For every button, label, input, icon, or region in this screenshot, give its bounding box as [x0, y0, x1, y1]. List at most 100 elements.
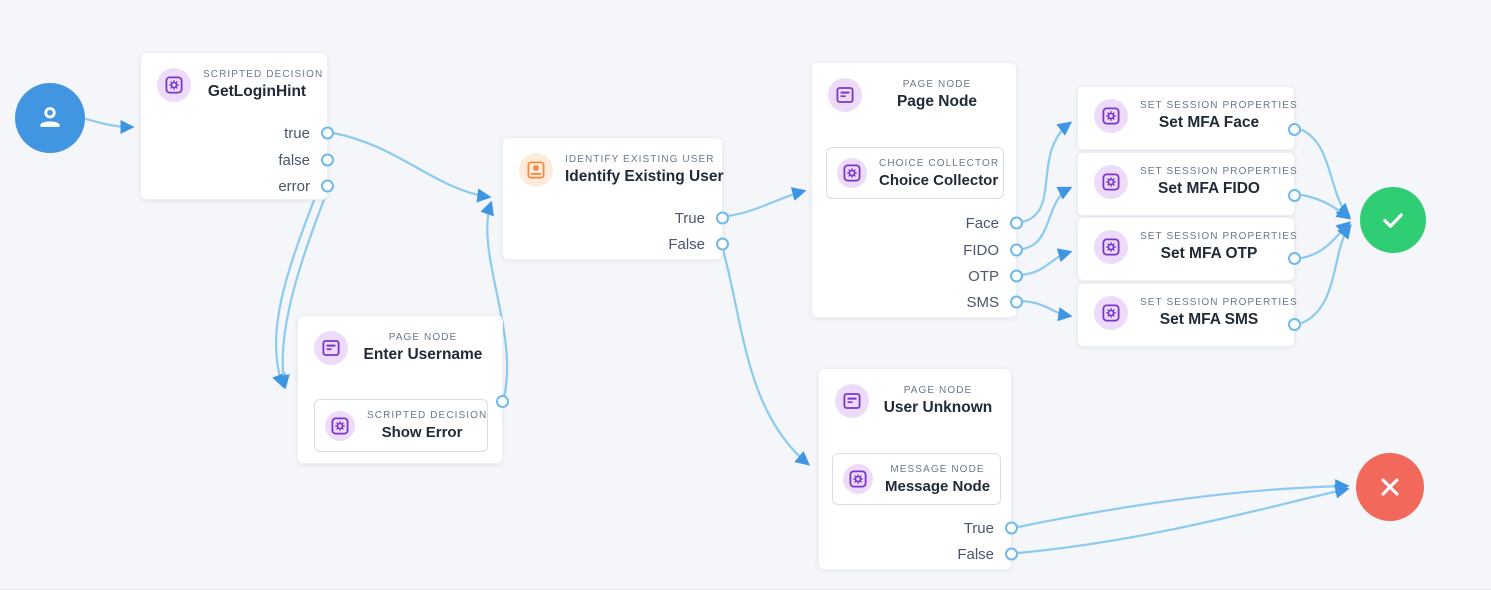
- node-title: GetLoginHint: [207, 83, 307, 100]
- node-type-label: SCRIPTED DECISION: [203, 69, 324, 80]
- user-icon: [33, 101, 67, 135]
- node-title: Message Node: [885, 477, 991, 495]
- node-set-mfa-fido[interactable]: SET SESSION PROPERTIES Set MFA FIDO: [1077, 152, 1301, 216]
- node-page-node[interactable]: PAGE NODE Page Node CHOICE COLLECTOR Cho…: [811, 62, 1023, 318]
- outcome-port[interactable]: [321, 126, 334, 140]
- output-port[interactable]: [1288, 188, 1301, 202]
- edge-otp-to-set-mfa-otp: [1020, 248, 1073, 277]
- node-header: PAGE NODE Page Node: [812, 63, 1016, 112]
- outcome-label: false: [278, 151, 310, 169]
- node-header: PAGE NODE User Unknown: [819, 369, 1011, 418]
- set-session-properties-icon: [1094, 165, 1128, 199]
- outcome-port[interactable]: [1010, 216, 1023, 230]
- node-type-label: SCRIPTED DECISION: [367, 410, 488, 421]
- child-node-choice-collector[interactable]: CHOICE COLLECTOR Choice Collector: [826, 147, 1004, 199]
- node-enter-username[interactable]: PAGE NODE Enter Username SCRIPTED DECISI…: [297, 315, 509, 464]
- outcome-port[interactable]: [321, 153, 334, 167]
- outcome-port[interactable]: [1010, 269, 1023, 283]
- node-title: Show Error: [381, 424, 463, 441]
- outcome-port[interactable]: [1005, 521, 1018, 535]
- outcome-true: True: [963, 515, 1018, 541]
- node-getloginhint[interactable]: SCRIPTED DECISION GetLoginHint true fals…: [140, 52, 334, 200]
- node-title: User Unknown: [883, 399, 993, 416]
- node-type-label: SET SESSION PROPERTIES: [1140, 231, 1298, 242]
- node-set-mfa-sms[interactable]: SET SESSION PROPERTIES Set MFA SMS: [1077, 283, 1301, 347]
- node-type-label: MESSAGE NODE: [890, 463, 985, 475]
- outcome-label: OTP: [968, 267, 999, 285]
- outcome-false: false: [278, 147, 334, 173]
- edge-user-unknown-false-to-failure: [1016, 484, 1350, 555]
- scripted-decision-icon: [325, 410, 355, 441]
- node-identify-existing-user[interactable]: IDENTIFY EXISTING USER Identify Existing…: [502, 137, 729, 260]
- outcome-true: true: [284, 120, 334, 146]
- output-port[interactable]: [496, 394, 509, 408]
- outcome-label: FIDO: [963, 241, 999, 259]
- node-set-mfa-face[interactable]: SET SESSION PROPERTIES Set MFA Face: [1077, 86, 1301, 150]
- outcome-label: True: [674, 209, 705, 227]
- child-node-show-error[interactable]: SCRIPTED DECISION Show Error: [314, 399, 488, 452]
- node-title: Set MFA Face: [1158, 114, 1260, 131]
- scripted-decision-icon: [157, 68, 191, 102]
- start-node[interactable]: [15, 83, 85, 153]
- outcome-port[interactable]: [1005, 547, 1018, 561]
- outcome-label: error: [278, 177, 310, 195]
- node-header: SCRIPTED DECISION GetLoginHint: [141, 53, 327, 102]
- message-node-icon: [843, 464, 873, 494]
- identify-existing-user-icon: [519, 153, 553, 187]
- node-type-label: IDENTIFY EXISTING USER: [565, 154, 715, 165]
- outcome-error: error: [278, 173, 334, 199]
- node-type-label: SET SESSION PROPERTIES: [1140, 100, 1298, 111]
- outcome-label: True: [963, 519, 994, 537]
- outcome-otp: OTP: [968, 263, 1023, 289]
- success-node[interactable]: [1360, 187, 1426, 253]
- failure-node[interactable]: [1356, 453, 1424, 521]
- outcome-fido: FIDO: [963, 237, 1023, 263]
- node-title: Set MFA OTP: [1160, 245, 1258, 262]
- edge-set-mfa-fido-to-success: [1300, 193, 1352, 220]
- node-type-label: PAGE NODE: [902, 79, 972, 90]
- outcome-false: False: [668, 231, 729, 257]
- node-title: Set MFA SMS: [1159, 311, 1259, 328]
- outcome-port[interactable]: [1010, 295, 1023, 309]
- choice-collector-icon: [837, 158, 867, 188]
- outcome-false: False: [957, 541, 1018, 567]
- x-icon: [1376, 473, 1404, 501]
- edge-start-to-getloginhint: [84, 117, 135, 135]
- edge-sms-to-set-mfa-sms: [1020, 299, 1073, 322]
- output-port[interactable]: [1288, 122, 1301, 136]
- node-user-unknown[interactable]: PAGE NODE User Unknown MESSAGE NODE Mess…: [818, 368, 1018, 570]
- edge-getloginhint-error-to-enter-username: [275, 187, 330, 390]
- node-title: Identify Existing User: [565, 168, 724, 185]
- outcome-label: Face: [965, 214, 999, 232]
- edge-getloginhint-true-to-identify: [331, 131, 492, 203]
- page-node-icon: [835, 384, 869, 418]
- output-port[interactable]: [1288, 317, 1301, 331]
- child-node-message-node[interactable]: MESSAGE NODE Message Node: [832, 453, 1001, 505]
- node-type-label: PAGE NODE: [388, 332, 458, 343]
- output-port[interactable]: [1288, 251, 1301, 265]
- outcome-port[interactable]: [321, 179, 334, 193]
- outcome-port[interactable]: [716, 211, 729, 225]
- edge-fido-to-set-mfa-fido: [1020, 186, 1073, 251]
- edge-identify-true-to-page-node: [726, 187, 807, 218]
- node-header: SET SESSION PROPERTIES Set MFA FIDO: [1078, 153, 1297, 199]
- set-session-properties-icon: [1094, 230, 1128, 264]
- set-session-properties-icon: [1094, 99, 1128, 133]
- node-set-mfa-otp[interactable]: SET SESSION PROPERTIES Set MFA OTP: [1077, 217, 1301, 281]
- node-header: SET SESSION PROPERTIES Set MFA Face: [1078, 87, 1298, 133]
- edge-face-to-set-mfa-face: [1020, 121, 1073, 224]
- node-title: Set MFA FIDO: [1158, 180, 1260, 197]
- outcome-port[interactable]: [1010, 243, 1023, 257]
- page-node-icon: [314, 331, 348, 365]
- outcome-label: False: [957, 545, 994, 563]
- outcome-true: True: [674, 205, 729, 231]
- node-type-label: PAGE NODE: [903, 385, 973, 396]
- edge-identify-false-to-user-unknown: [721, 248, 810, 466]
- edge-enter-username-to-identify: [480, 200, 509, 403]
- node-type-label: CHOICE COLLECTOR: [879, 157, 1000, 169]
- outcome-label: true: [284, 124, 310, 142]
- edge-user-unknown-true-to-failure: [1016, 479, 1350, 529]
- node-header: SET SESSION PROPERTIES Set MFA OTP: [1078, 218, 1298, 264]
- outcome-port[interactable]: [716, 237, 729, 251]
